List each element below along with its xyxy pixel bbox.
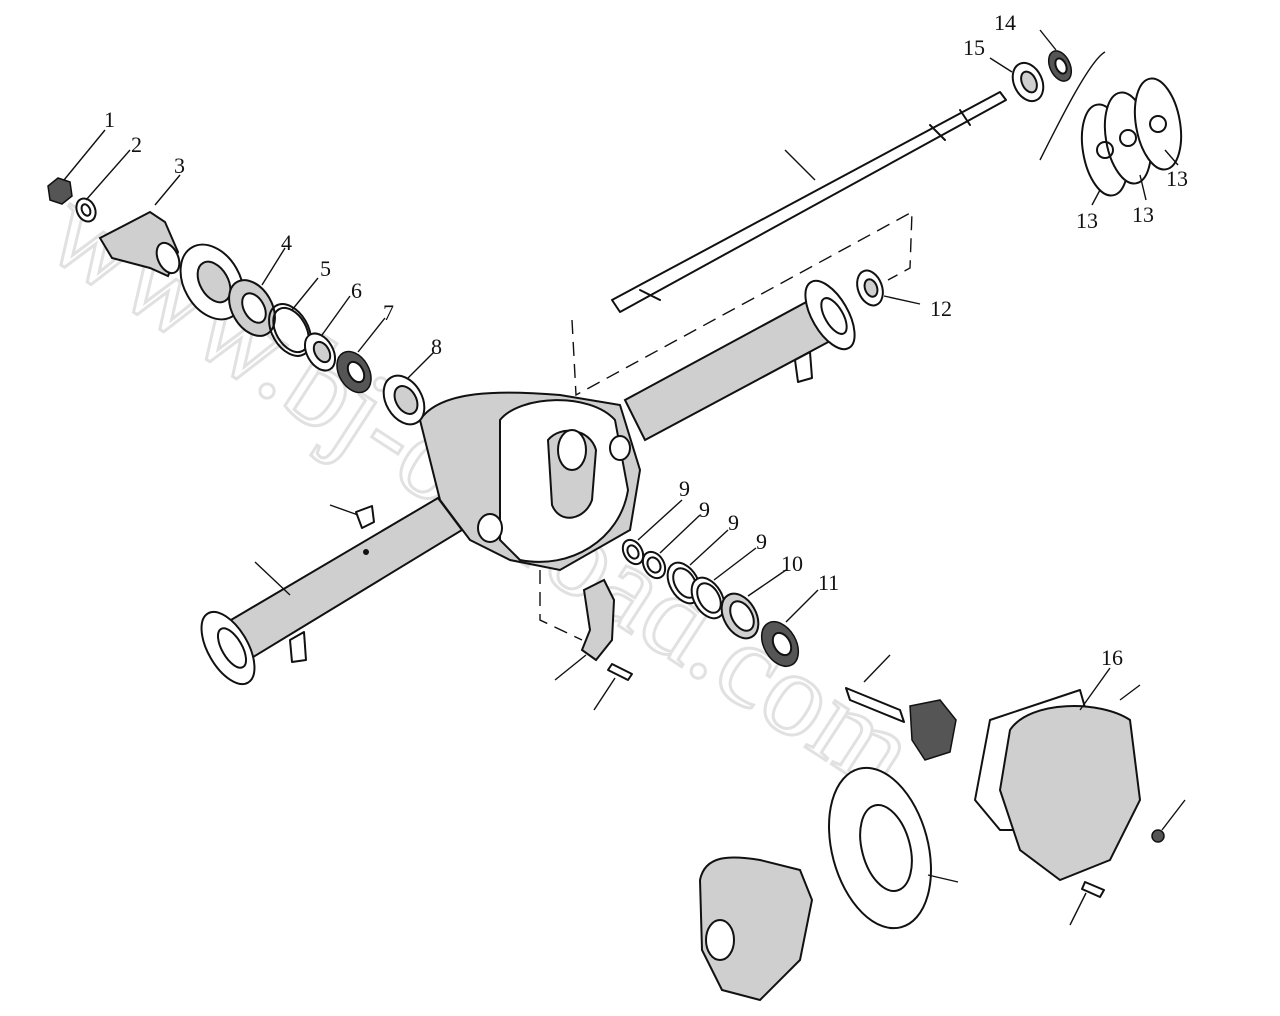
label-13b: 13 xyxy=(1132,202,1154,227)
label-14: 14 xyxy=(994,10,1016,35)
label-5: 5 xyxy=(320,256,331,281)
bearing-race xyxy=(382,374,426,426)
pinion-gear xyxy=(845,654,957,761)
cap-bolt xyxy=(593,663,633,711)
label-11: 11 xyxy=(818,570,839,595)
label-13c: 13 xyxy=(1166,166,1188,191)
shaft-seal xyxy=(856,269,884,307)
pinion-nut xyxy=(47,177,73,205)
label-16: 16 xyxy=(1101,645,1123,670)
label-8: 8 xyxy=(431,334,442,359)
label-1: 1 xyxy=(104,107,115,132)
bearing-cap xyxy=(554,578,616,681)
retainer-plates xyxy=(1039,51,1183,197)
label-9c: 9 xyxy=(728,510,739,535)
gasket-ring xyxy=(268,303,312,357)
differential-cover xyxy=(998,684,1142,882)
dust-shield xyxy=(179,243,245,321)
pinion-washer xyxy=(75,197,97,223)
cover-bolt xyxy=(1069,881,1105,926)
axle-shaft xyxy=(611,91,1007,313)
label-13a: 13 xyxy=(1076,208,1098,233)
part-labels: 1 2 3 4 5 6 7 8 9 9 9 9 10 11 12 13 13 1… xyxy=(104,10,1188,670)
leader-lines xyxy=(63,29,1179,711)
label-12: 12 xyxy=(930,296,952,321)
label-6: 6 xyxy=(351,278,362,303)
label-9a: 9 xyxy=(679,476,690,501)
axle-housing xyxy=(200,279,856,686)
bearing-collar xyxy=(1011,61,1045,103)
assembly-line-cap xyxy=(539,570,583,641)
label-3: 3 xyxy=(174,153,185,178)
drive-flange xyxy=(98,210,181,278)
bearing-cup xyxy=(303,332,337,372)
label-9d: 9 xyxy=(756,529,767,554)
drain-plug xyxy=(1151,799,1186,843)
ring-gear xyxy=(828,766,959,930)
wheel-bearing xyxy=(1047,50,1073,82)
inner-pinion-bearing xyxy=(760,620,800,668)
shim-stack xyxy=(621,538,726,620)
outer-pinion-bearing xyxy=(336,350,372,394)
oil-seal xyxy=(228,279,276,337)
label-7: 7 xyxy=(383,300,394,325)
label-9b: 9 xyxy=(699,497,710,522)
label-15: 15 xyxy=(963,35,985,60)
assembly-line-shaft xyxy=(571,210,913,397)
label-4: 4 xyxy=(281,230,292,255)
label-10: 10 xyxy=(781,551,803,576)
inner-bearing-cup xyxy=(720,592,760,640)
differential-case xyxy=(698,856,814,1002)
label-2: 2 xyxy=(131,132,142,157)
